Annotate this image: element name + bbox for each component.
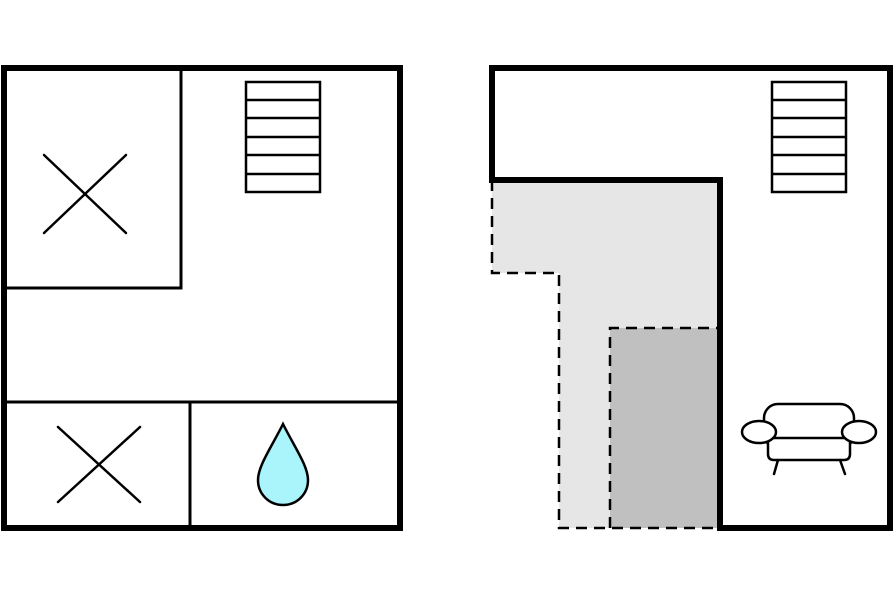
stair-void-dashed-border [608,326,720,528]
bed-cross-icon [42,153,128,235]
bedroom-partition-top [4,68,183,290]
stairs-icon [770,80,848,194]
outer-wall-left [1,65,403,531]
bed-cross-icon [56,425,142,504]
open-to-below-dashed-border [490,180,720,530]
floor-plan-right [489,65,893,531]
stairs-icon [244,80,322,194]
outer-wall-right [489,65,893,531]
floor-plan-left [1,65,403,531]
water-drop-icon [256,421,310,507]
stair-void-area [610,328,720,528]
armchair-icon [740,402,878,476]
